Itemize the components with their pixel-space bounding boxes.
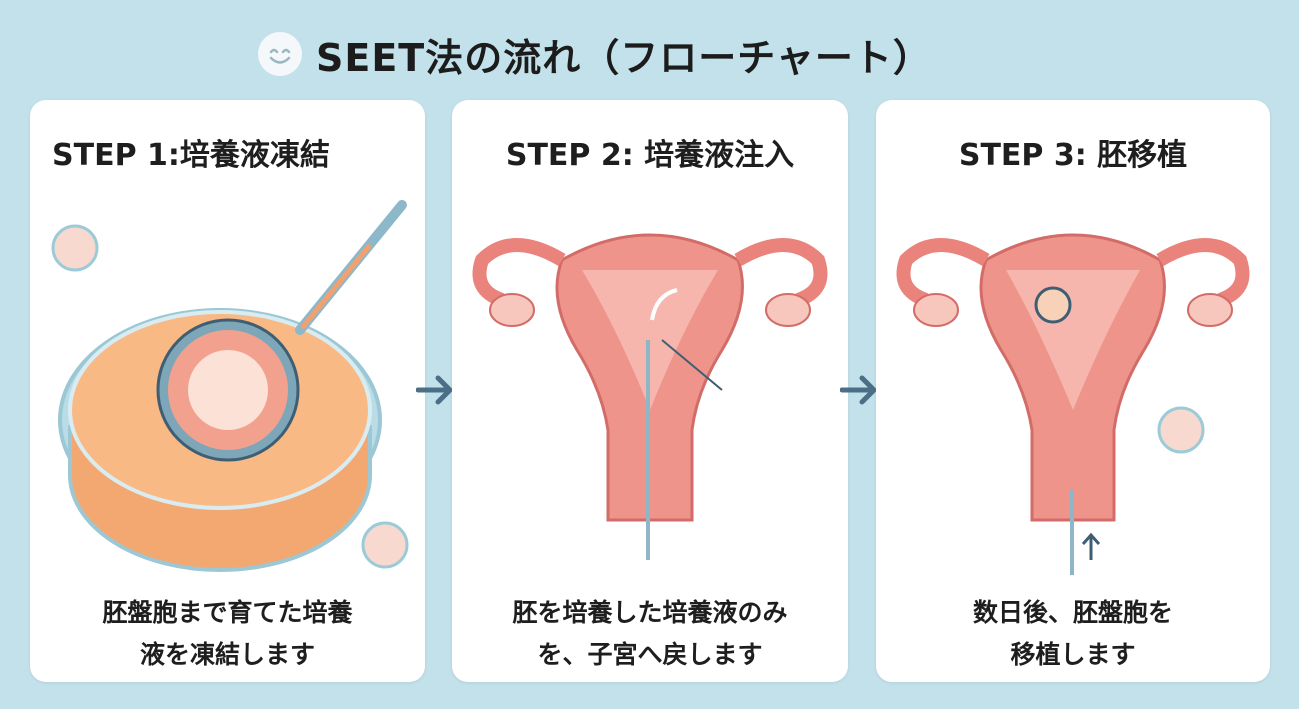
frozen-culture-dish-illustration [51,200,409,572]
step-2-heading: STEP 2: 培養液注入 [505,138,795,173]
step-2-card: STEP 2: 培養液注入 胚を培養した培養液のみ を、子宮へ戻します [452,100,848,682]
arrow-right-icon [416,375,453,405]
smile-icon [361,521,409,569]
smile-icon [1157,406,1205,454]
step-1-description: 胚盤胞まで育てた培養 液を凍結します [102,598,353,669]
embryo-icon [1034,286,1072,324]
page-title: SEET法の流れ（フローチャート） [258,26,932,82]
title-text: SEET法の流れ（フローチャート） [316,35,932,80]
step-3-heading: STEP 3: 胚移植 [958,138,1188,173]
smile-icon [258,32,302,76]
step-2-description: 胚を培養した培養液のみ を、子宮へ戻します [512,598,788,669]
uterus-injection-illustration [472,233,828,560]
step-3-description: 数日後、胚盤胞を 移植します [972,598,1173,669]
step-1-card: STEP 1:培養液凍結 胚盤胞まで育てた培養 液を凍結します [30,100,425,682]
arrow-right-icon [840,375,877,405]
step-3-card: STEP 3: 胚移植 数日後、胚盤胞を 移植します [876,100,1270,682]
embryo-transfer-illustration [896,233,1250,575]
step-1-heading: STEP 1:培養液凍結 [52,138,330,173]
smile-icon [51,224,99,272]
